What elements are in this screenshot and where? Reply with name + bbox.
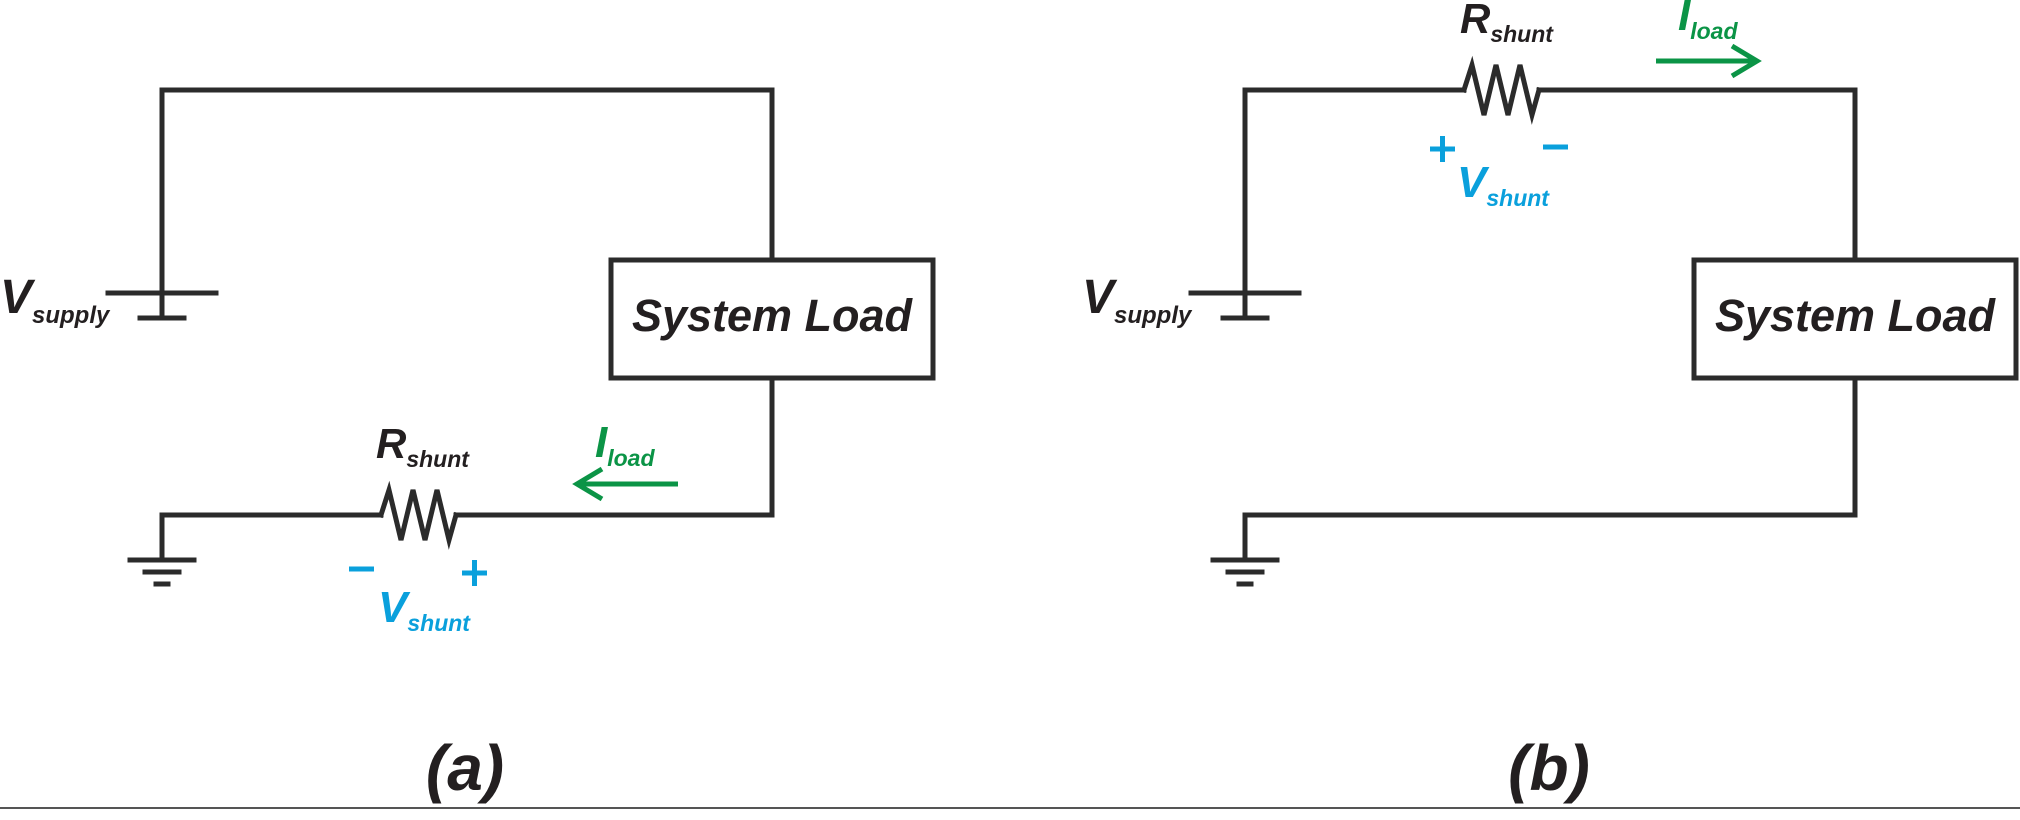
panel-a-plus-sign: + [462,560,487,586]
panel-b-iload-label: Iload [1678,0,1738,44]
panel-b-current-arrow-icon [1656,43,1762,79]
panel-a-ground-icon [127,557,197,587]
panel-a-resistor-icon [377,480,460,550]
panel-a-vsupply-label: Vsupply [0,271,111,329]
panel-a-caption: (a) [426,732,504,804]
panel-a-system-load-box [608,257,936,381]
panel-b-vshunt-label: Vshunt [1457,158,1550,211]
panel-b-system-load-label: System Load [1715,290,1997,341]
panel-a-current-arrow-icon [572,466,678,502]
panel-b-rshunt-label: Rshunt [1460,0,1554,47]
panel-b-caption: (b) [1508,732,1590,804]
panel-a-system-load-label: System Load [632,290,914,341]
panel-b-vsupply-label: Vsupply [1082,271,1193,329]
panel-a-rshunt-label: Rshunt [376,420,470,472]
panel-b-system-load-box [1691,257,2019,381]
panel-a: System Load Vsupply Rshunt Iload − + Vsh… [0,87,936,804]
panel-b: System Load Vsupply Rshunt Iload + − Vsh… [1082,0,2019,804]
panel-a-iload-label: Iload [595,418,655,471]
panel-b-ground-icon [1210,557,1280,587]
panel-b-plus-sign: + [1430,136,1455,162]
panel-a-vshunt-label: Vshunt [378,583,471,636]
panel-b-resistor-icon [1460,55,1543,125]
panel-b-wire-loop [1242,87,1858,563]
